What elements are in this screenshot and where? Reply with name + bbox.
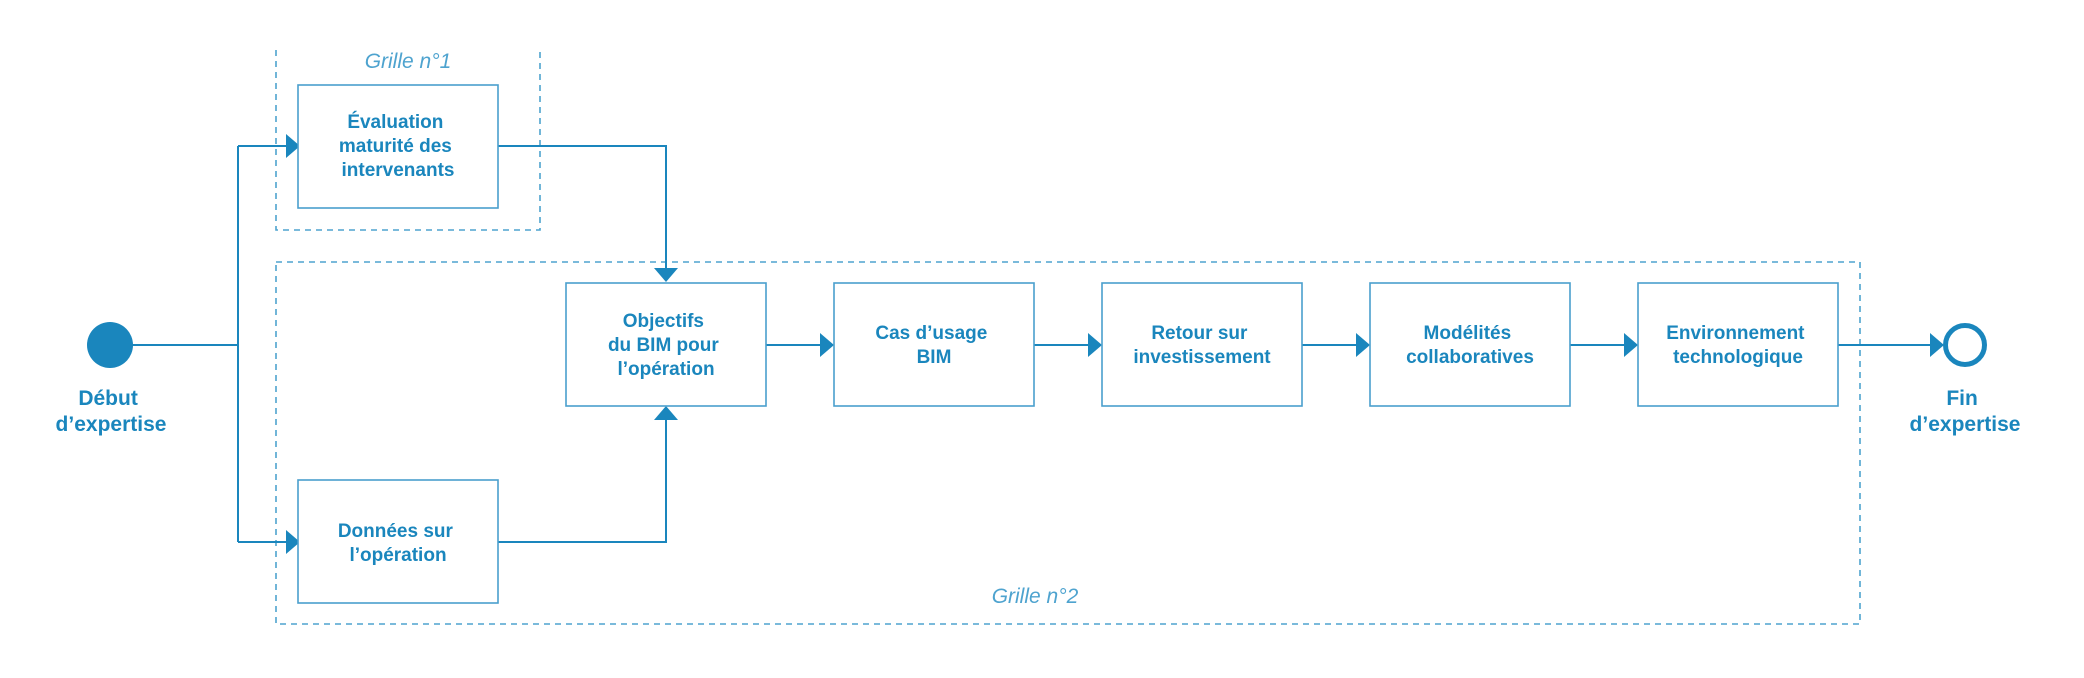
- node-retour-box: [1101, 282, 1303, 407]
- node-evaluation-label: Évaluation maturité des intervenants: [339, 111, 457, 181]
- node-donnees: Données sur l’opération: [297, 479, 499, 604]
- node-cas-usage: Cas d’usage BIM: [833, 282, 1035, 407]
- node-objectifs: Objectifs du BIM pour l’opération: [565, 282, 767, 407]
- node-environnement-box: [1637, 282, 1839, 407]
- node-environnement: Environnement technologique: [1637, 282, 1839, 407]
- node-cas-usage-box: [833, 282, 1035, 407]
- grid-1-frame: [275, 50, 541, 231]
- node-objectifs-box: [565, 282, 767, 407]
- arrowhead-end: [1930, 333, 1944, 357]
- node-modelites: Modélités collaboratives: [1369, 282, 1571, 407]
- start-label: Début d’expertise: [56, 387, 167, 436]
- node-cas-usage-label: Cas d’usage BIM: [875, 323, 992, 368]
- grid-2-frame: [275, 261, 1861, 625]
- arrowhead-cas-usage: [820, 333, 834, 357]
- end-label: Fin d’expertise: [1910, 387, 2021, 436]
- grid-2-label: Grille n°2: [992, 585, 1079, 608]
- arrowhead-objectifs-top: [654, 268, 678, 282]
- node-objectifs-label: Objectifs du BIM pour l’opération: [608, 311, 724, 380]
- node-retour: Retour sur investissement: [1101, 282, 1303, 407]
- arrowhead-objectifs-bottom: [654, 406, 678, 420]
- arrowhead-evaluation: [286, 134, 300, 158]
- node-evaluation-box: [297, 84, 499, 209]
- node-retour-label: Retour sur investissement: [1133, 323, 1271, 368]
- end-event-circle: [1943, 323, 1987, 367]
- grid-1-label: Grille n°1: [365, 50, 452, 73]
- node-modelites-label: Modélités collaboratives: [1406, 323, 1534, 368]
- node-modelites-box: [1369, 282, 1571, 407]
- arrowhead-modelites: [1356, 333, 1370, 357]
- node-environnement-label: Environnement technologique: [1666, 323, 1810, 368]
- start-event-circle: [87, 322, 133, 368]
- node-donnees-label: Données sur l’opération: [338, 521, 458, 566]
- arrowhead-retour: [1088, 333, 1102, 357]
- evaluation-to-objectifs-connector: [498, 145, 667, 270]
- arrowhead-environnement: [1624, 333, 1638, 357]
- arrowhead-donnees: [286, 530, 300, 554]
- node-evaluation: Évaluation maturité des intervenants: [297, 84, 499, 209]
- node-donnees-box: [297, 479, 499, 604]
- donnees-to-objectifs-connector: [498, 418, 667, 543]
